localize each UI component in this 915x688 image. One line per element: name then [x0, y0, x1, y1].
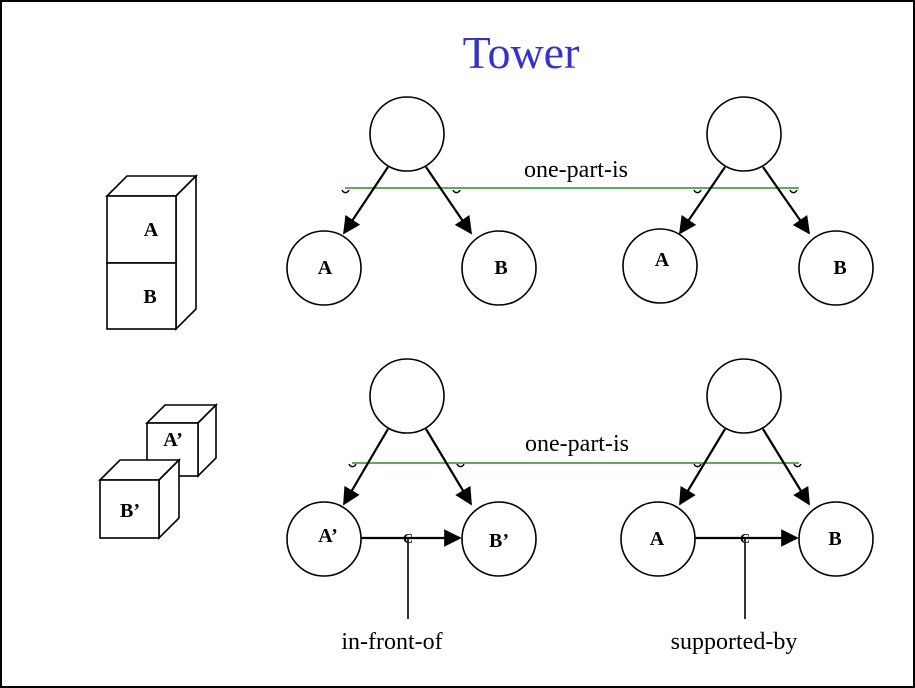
bottom-right-root-node: [706, 358, 782, 434]
top-right-hook-b: [789, 189, 798, 194]
bottom-right-graph: [620, 358, 874, 619]
bottom-left-root-node: [369, 358, 445, 434]
bottom-left-hook-b: [456, 463, 465, 468]
top-left-edge-b: [425, 166, 472, 235]
cube-a-prime-label: A’: [163, 429, 183, 451]
top-right-node-b-label: B: [833, 257, 846, 279]
top-left-edge-a: [343, 166, 389, 235]
top-left-hook-a: [341, 189, 350, 194]
top-right-graph: [622, 96, 874, 306]
top-left-node-b: [461, 230, 537, 306]
cube-b-prime: [98, 458, 181, 540]
bottom-right-hook-b: [793, 463, 802, 468]
block-label-a: A: [144, 219, 159, 241]
bottom-left-edge-b: [425, 428, 472, 506]
bottom-left-node-b-prime: [461, 501, 537, 577]
top-right-node-a-label: A: [655, 249, 670, 271]
supported-by-marker: C: [740, 532, 750, 547]
top-right-root-node: [706, 96, 782, 172]
bottom-right-node-b-label: B: [828, 528, 841, 550]
stacked-blocks: [105, 174, 198, 331]
bottom-left-edge-a: [343, 428, 389, 506]
top-left-root-node: [369, 96, 445, 172]
block-label-b: B: [143, 286, 156, 308]
in-front-of-label: in-front-of: [341, 629, 442, 655]
top-right-edge-a: [679, 166, 726, 235]
top-left-node-a-label: A: [318, 257, 333, 279]
bottom-left-node-a-prime-label: A’: [318, 525, 338, 547]
bottom-right-hook-a: [693, 463, 702, 468]
bottom-right-edge-a: [679, 428, 726, 506]
bottom-right-node-a-label: A: [650, 528, 665, 550]
top-right-hook-a: [693, 189, 702, 194]
top-left-graph: [286, 96, 537, 306]
bottom-left-hook-a: [348, 463, 357, 468]
bottom-left-node-b-prime-label: B’: [489, 530, 509, 552]
top-right-edge-b: [762, 166, 811, 235]
bottom-left-graph: [286, 358, 537, 619]
supported-by-label: supported-by: [671, 629, 798, 655]
bottom-right-edge-b: [762, 428, 810, 506]
in-front-of-marker: C: [403, 532, 413, 547]
top-left-node-b-label: B: [494, 257, 507, 279]
top-left-hook-b: [452, 189, 461, 194]
top-right-node-a: [622, 228, 698, 304]
top-left-node-a: [286, 230, 362, 306]
top-right-node-b: [798, 230, 874, 306]
top-link-label: one-part-is: [524, 157, 628, 183]
bottom-right-node-b: [798, 501, 874, 577]
bottom-link-label: one-part-is: [525, 431, 629, 457]
cube-b-prime-label: B’: [120, 500, 140, 522]
slide-title: Tower: [463, 27, 580, 78]
